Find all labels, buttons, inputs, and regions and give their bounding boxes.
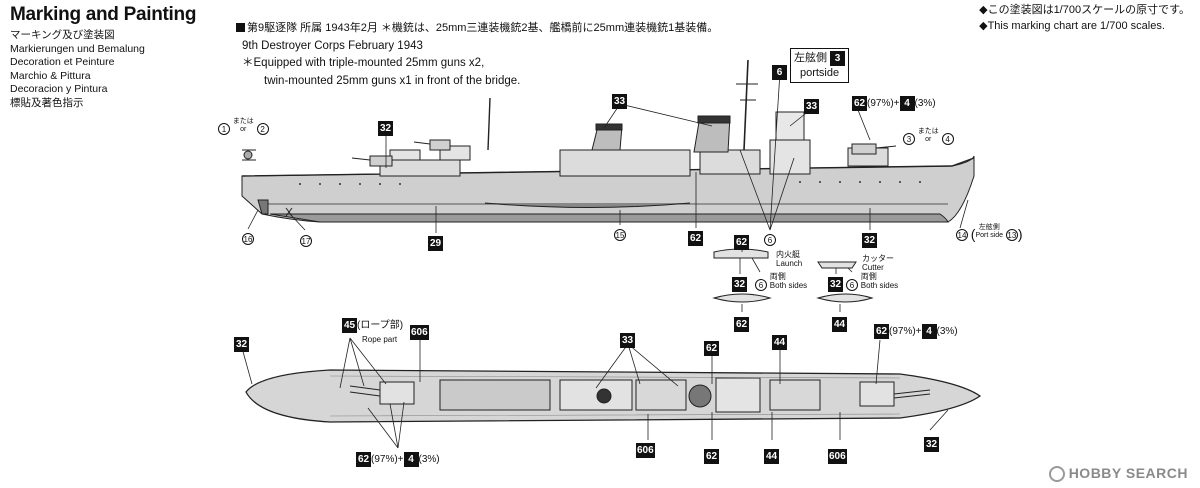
lang-fr: Decoration et Peinture (10, 56, 115, 69)
label-32-hull: 32 (862, 233, 877, 248)
label-62-boat: 62 (734, 317, 749, 332)
side-view-ship (241, 59, 975, 223)
label-32-launch: 32 (732, 277, 747, 292)
label-44-top: 44 (772, 335, 787, 350)
watermark: HOBBY SEARCH (1048, 465, 1188, 482)
label-32-side: 32 (378, 121, 393, 136)
label-44-boat: 44 (832, 317, 847, 332)
label-29: 29 (428, 236, 443, 251)
label-606-bottom-a: 606 (636, 443, 655, 458)
lang-es: Decoracion y Pintura (10, 83, 108, 96)
lang-zh: 標貼及著色指示 (10, 96, 84, 109)
label-62-side: 62 (688, 231, 703, 246)
unit-note: 第9駆逐隊 所属 1943年2月 ＊機銃は、25mm三連装機銃2基、艦橋前に25… (236, 20, 718, 90)
label-mix-top-bow: 62(97%)+4(3%) (874, 324, 958, 339)
label-45-rope: 45(ロープ部) Rope part (342, 318, 404, 344)
label-62-launch: 62 (734, 235, 749, 250)
top-leader-lines (241, 337, 949, 449)
label-15: 15 (614, 229, 626, 241)
side-leader-lines (247, 71, 969, 233)
label-62-top: 62 (704, 341, 719, 356)
label-mix-top-stern: 62(97%)+4(3%) (356, 452, 440, 467)
label-33-funnel: 33 (612, 94, 627, 109)
language-list: マーキング及び塗装図 Markierungen und Bemalung Dec… (10, 29, 145, 111)
label-44-bottom: 44 (764, 449, 779, 464)
lang-it: Marchio & Pittura (10, 69, 91, 82)
label-62-bottom: 62 (704, 449, 719, 464)
label-606-top: 606 (410, 325, 429, 340)
label-mix-side: 62(97%)+4(3%) (852, 96, 936, 111)
label-16: 16 (242, 233, 254, 245)
label-606-bottom-b: 606 (828, 449, 847, 464)
label-32-cutter: 32 (828, 277, 843, 292)
square-bullet-icon (236, 23, 245, 32)
portside-box: 左舷側 3 portside (790, 48, 850, 83)
page-title: Marking and Painting (10, 4, 197, 25)
scale-note-jp: ◆この塗装図は1/700スケールの原寸です。 (979, 4, 1190, 16)
label-32-bow: 32 (234, 337, 249, 352)
label-17: 17 (300, 235, 312, 247)
label-6-side: 6 (764, 230, 776, 248)
unit-note-en-1: 9th Destroyer Corps February 1943 (242, 39, 423, 52)
unit-note-en-2: ＊Equipped with triple-mounted 25mm guns … (242, 57, 485, 69)
unit-note-en-3: twin-mounted 25mm guns x1 in front of th… (264, 74, 521, 87)
unit-note-jp: 第9駆逐隊 所属 1943年2月 ＊機銃は、25mm三連装機銃2基、艦橋前に25… (236, 20, 718, 38)
scale-note: ◆この塗装図は1/700スケールの原寸です。 ◆This marking cha… (979, 2, 1190, 34)
lang-jp: マーキング及び塗装図 (10, 29, 115, 41)
top-view-ship (245, 369, 982, 423)
scale-note-en: ◆This marking chart are 1/700 scales. (979, 20, 1165, 32)
hobbysearch-logo-icon (1048, 466, 1065, 482)
label-6-starboard: 6 (772, 62, 787, 80)
label-33-top: 33 (620, 333, 635, 348)
boat-drawings (712, 248, 874, 303)
label-32-stern: 32 (924, 437, 939, 452)
label-33-bridge: 33 (804, 99, 819, 114)
lang-de: Markierungen und Bemalung (10, 42, 145, 55)
